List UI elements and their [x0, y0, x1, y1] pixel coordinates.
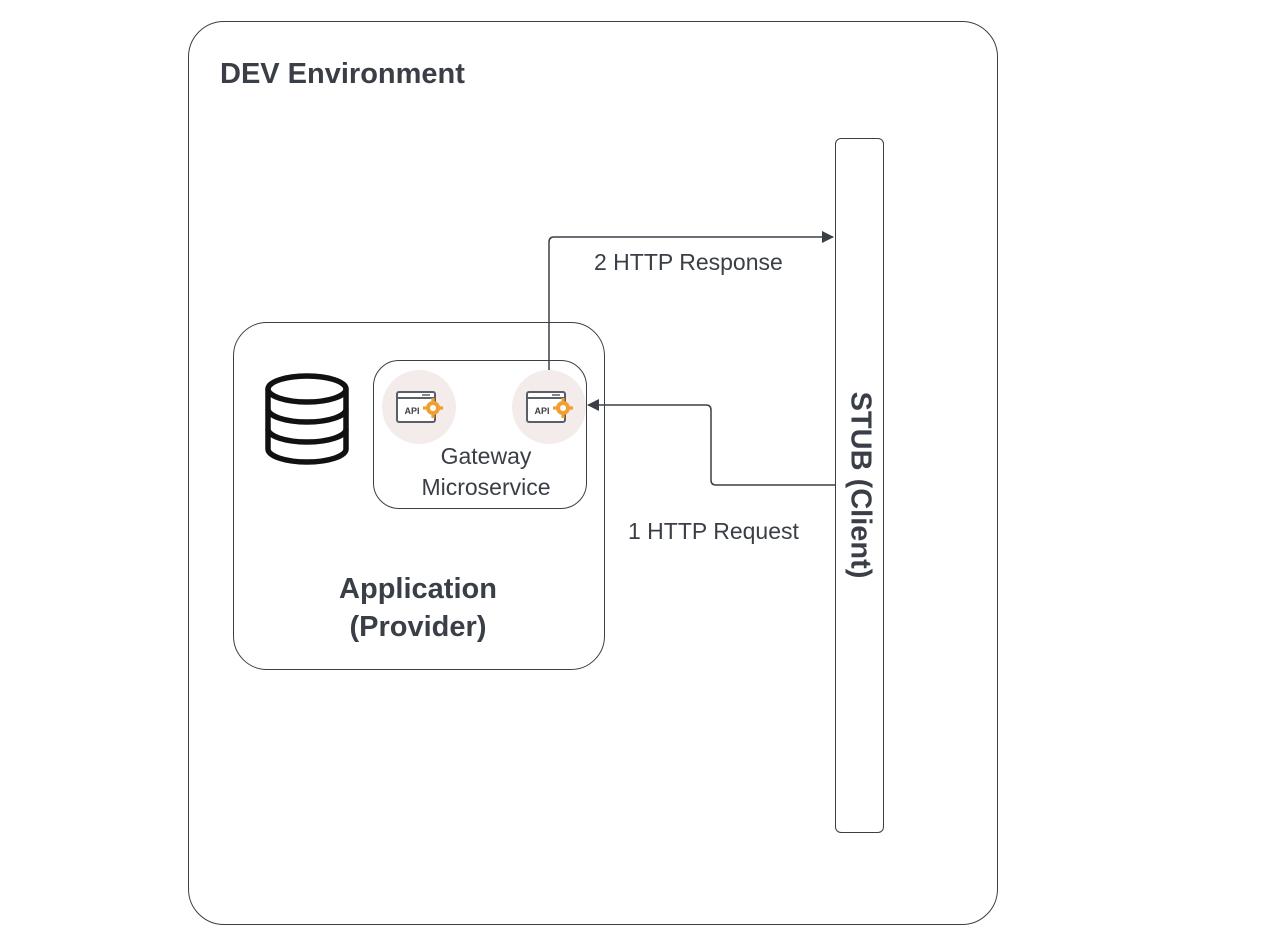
application-label-line2: (Provider) — [349, 611, 487, 643]
http-request-arrow — [587, 399, 835, 486]
api-icon-text: API — [534, 406, 549, 416]
api-icon-text: API — [404, 406, 419, 416]
api-gear-icon: API — [512, 370, 586, 444]
dev-environment-frame — [188, 21, 998, 925]
http-response-arrow — [548, 231, 834, 370]
stub-client-bar — [835, 138, 884, 833]
application-provider-label: Application (Provider) — [233, 570, 603, 646]
environment-title: DEV Environment — [220, 58, 465, 90]
gateway-label-line2: Microservice — [421, 474, 551, 500]
api-gear-icon: API — [382, 370, 456, 444]
http-response-label: 2 HTTP Response — [594, 249, 783, 275]
gateway-microservice-label: Gateway Microservice — [373, 441, 599, 503]
gateway-label-line1: Gateway — [440, 443, 532, 469]
application-provider-box — [233, 322, 605, 670]
database-icon — [265, 373, 349, 465]
http-request-label: 1 HTTP Request — [628, 518, 799, 544]
application-label-line1: Application — [339, 573, 497, 605]
